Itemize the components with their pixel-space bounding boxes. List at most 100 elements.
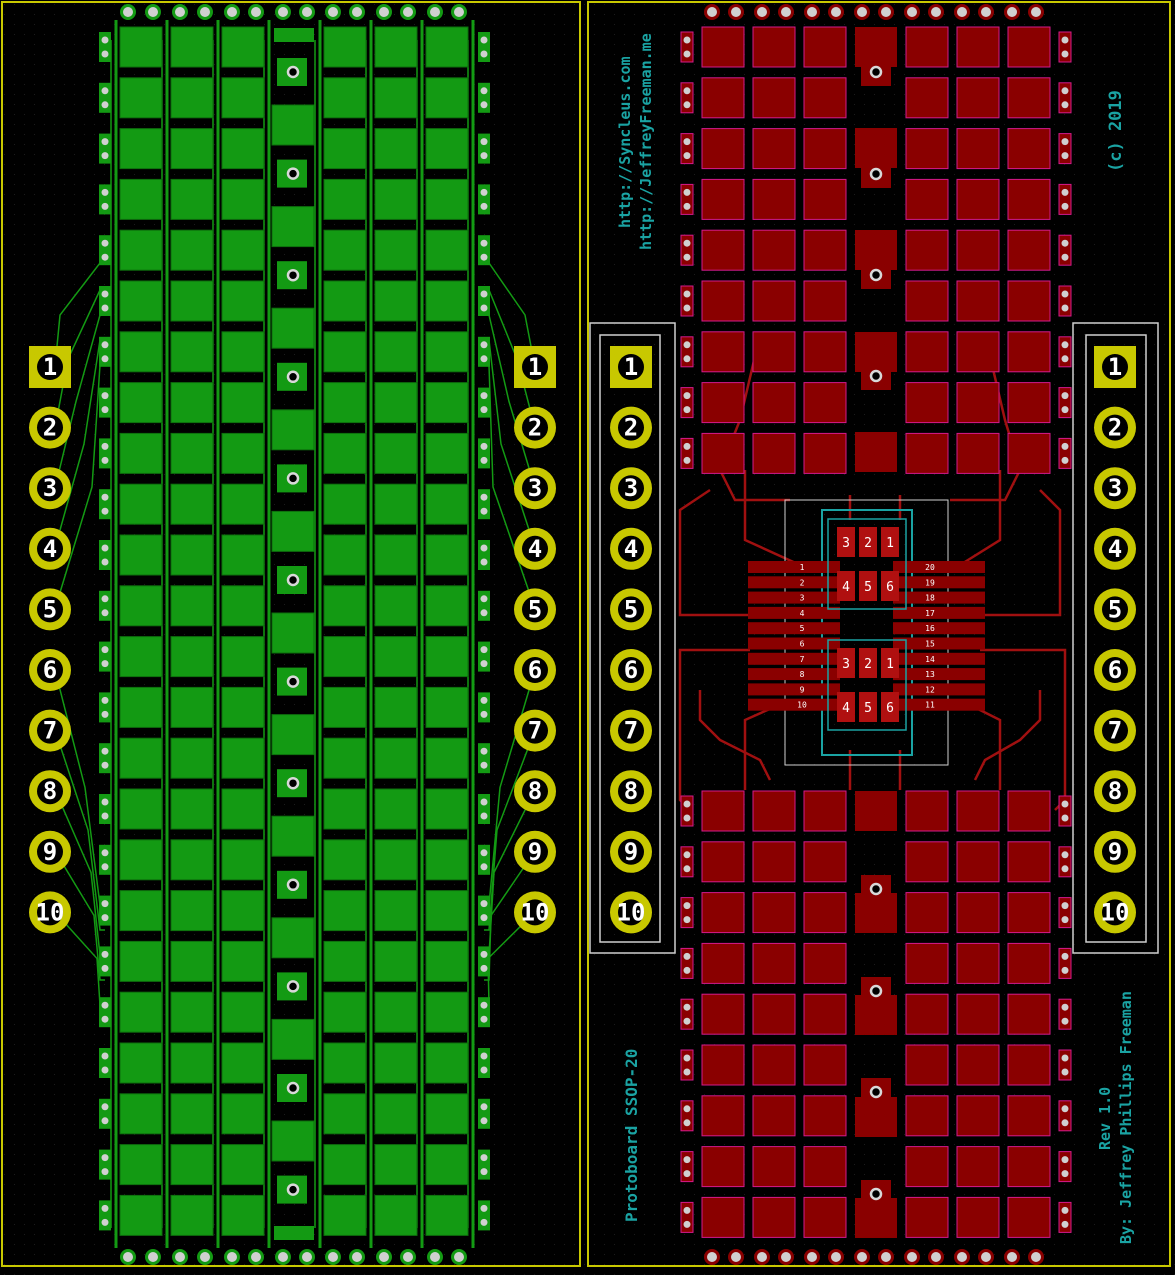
pin-hole [618,899,644,926]
via [286,472,300,485]
pad [425,890,469,932]
edge-hole [120,4,136,20]
via [683,355,691,363]
pin-hole [522,778,548,805]
edge-hole [349,1249,365,1265]
sot-pin-label: 1 [886,657,894,672]
pin-label: 2 [528,414,542,442]
pad [374,26,418,68]
via [683,50,691,58]
sot-pin-label: 6 [886,580,894,595]
pin-hole [618,475,644,502]
pad [425,178,469,220]
via [480,493,488,501]
pad [1007,790,1051,832]
pad [803,993,847,1035]
ic-pin-label: 2 [800,578,805,587]
pad [119,331,163,373]
edge-hole [928,1249,944,1265]
pad [752,229,796,271]
pin-label: 1 [528,353,542,381]
via [1061,188,1069,196]
via [480,239,488,247]
edge-hole [954,1249,970,1265]
edge-hole [754,1249,770,1265]
pin-hole [37,838,63,865]
pad [221,382,265,424]
pad [170,432,214,474]
via [683,392,691,400]
board-outline-left [1,1,581,1267]
pad [1007,382,1051,424]
via [683,800,691,808]
pad [1007,942,1051,984]
via [480,456,488,464]
edge-hole [275,4,291,20]
pad [1007,331,1051,373]
pad [374,483,418,525]
silk-author: By: Jeffrey Phillips Freeman [1117,991,1135,1244]
pad [221,432,265,474]
via [101,1154,109,1162]
via [683,851,691,859]
pad [752,77,796,119]
pad [323,686,367,728]
pad [323,432,367,474]
via [101,798,109,806]
ic-pin-pad-left [748,576,840,589]
pad [752,128,796,170]
pad [323,382,367,424]
pin-label: 9 [624,838,638,866]
via [869,268,883,282]
via [1061,50,1069,58]
pad [170,331,214,373]
via [286,167,300,180]
pad [701,942,745,984]
pad [271,1120,315,1162]
pad [425,1194,469,1236]
sot-pad [881,527,899,557]
ic-pin-label: 4 [800,609,805,618]
pin-label: 1 [43,353,57,381]
pad [323,229,367,271]
pad [1007,77,1051,119]
pad [956,128,1000,170]
pad [701,790,745,832]
pad [119,483,163,525]
edge-hole [248,1249,264,1265]
copper-trace [743,470,801,567]
pin-hole [1102,778,1128,805]
via [1061,1156,1069,1164]
via [480,101,488,109]
via [480,1204,488,1212]
pad [701,331,745,373]
via [1061,1105,1069,1113]
via [683,87,691,95]
pad [274,28,314,42]
pad [701,993,745,1035]
ic-pin-pad-left [748,622,840,635]
ic-pin-pad-left [748,698,840,711]
via [1061,36,1069,44]
pad [855,432,897,472]
via [101,507,109,515]
pad [701,892,745,934]
pad [905,26,949,68]
via [101,1001,109,1009]
via [101,253,109,261]
edge-hole [172,1249,188,1265]
pad [271,612,315,654]
pad [323,940,367,982]
via [480,1168,488,1176]
pad [119,839,163,881]
pad [956,1044,1000,1086]
pad [803,1196,847,1238]
edge-hole [1028,4,1044,20]
pad [374,585,418,627]
pad [221,788,265,830]
via [1061,1206,1069,1214]
pad [701,1146,745,1188]
pad [374,839,418,881]
pin-hole [522,535,548,562]
via [683,1068,691,1076]
